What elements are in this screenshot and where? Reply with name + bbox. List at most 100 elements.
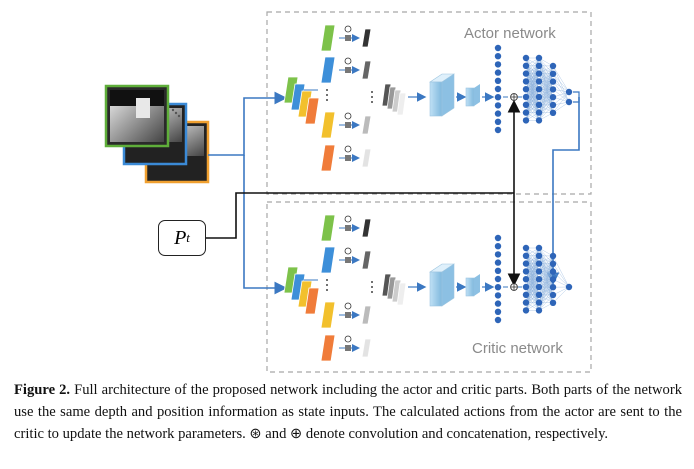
actor-network-label: Actor network bbox=[464, 25, 556, 42]
ellipsis-dot bbox=[326, 99, 328, 101]
dense-node bbox=[549, 86, 557, 93]
flatten-node bbox=[494, 259, 502, 266]
conv-op-block bbox=[345, 67, 351, 73]
dense-node bbox=[549, 268, 557, 275]
dense-node bbox=[549, 276, 557, 283]
dense-node bbox=[522, 307, 530, 314]
flatten-node bbox=[494, 110, 502, 117]
small-conv-side bbox=[474, 84, 480, 106]
conv-op-block bbox=[345, 257, 351, 263]
dense-node bbox=[535, 70, 543, 77]
kernel-filter bbox=[320, 111, 336, 139]
dense-node bbox=[522, 283, 530, 291]
dense-connection bbox=[538, 294, 554, 311]
dense-node bbox=[549, 70, 557, 78]
dense-connection bbox=[552, 91, 570, 106]
flatten-node bbox=[494, 267, 502, 274]
convolution-symbol bbox=[344, 215, 352, 223]
flatten-node bbox=[494, 316, 502, 324]
ellipsis-dot bbox=[326, 289, 328, 291]
dense-node bbox=[522, 54, 530, 62]
dense-node bbox=[535, 299, 543, 306]
flatten-node bbox=[494, 300, 502, 307]
dense-connection bbox=[552, 81, 570, 103]
dense-node bbox=[522, 244, 530, 252]
dense-node bbox=[522, 268, 530, 275]
dense-node bbox=[549, 62, 557, 70]
small-conv-block bbox=[465, 277, 475, 297]
ellipsis-dot bbox=[371, 101, 373, 103]
flatten-node bbox=[494, 308, 502, 315]
flatten-node bbox=[494, 126, 502, 134]
dense-connection bbox=[525, 57, 540, 82]
depth-input-frames bbox=[104, 84, 210, 184]
flatten-node bbox=[494, 234, 502, 242]
convolution-symbol bbox=[344, 25, 352, 33]
output-node bbox=[565, 88, 573, 96]
feature-map bbox=[361, 148, 372, 168]
ellipsis-dot bbox=[371, 286, 373, 288]
flatten-node bbox=[494, 69, 502, 76]
conv-op-block bbox=[345, 155, 351, 161]
dense-connection bbox=[525, 247, 540, 311]
dense-connection bbox=[525, 247, 540, 264]
output-node bbox=[565, 283, 573, 291]
flatten-node bbox=[494, 118, 502, 126]
dense-node bbox=[535, 93, 543, 101]
position-input-subscript: t bbox=[186, 230, 190, 245]
dense-connection bbox=[552, 73, 570, 93]
dense-node bbox=[522, 291, 530, 298]
dense-node bbox=[535, 268, 543, 275]
dense-node bbox=[535, 307, 543, 314]
convolution-symbol bbox=[344, 112, 352, 120]
feature-map bbox=[361, 305, 372, 325]
conv-op-block bbox=[345, 35, 351, 41]
dense-node bbox=[549, 299, 557, 306]
dense-node bbox=[522, 109, 530, 116]
dense-connection bbox=[552, 65, 570, 103]
small-conv-side bbox=[474, 274, 480, 296]
dense-node bbox=[549, 284, 557, 291]
critic-network-label: Critic network bbox=[472, 340, 563, 357]
action-output-bracket bbox=[573, 91, 580, 103]
dense-connection bbox=[538, 65, 554, 98]
input-feature-map bbox=[304, 97, 320, 125]
critic-section-box bbox=[266, 201, 592, 373]
dense-connection bbox=[552, 89, 570, 103]
flatten-node bbox=[494, 53, 502, 60]
dense-node bbox=[535, 78, 543, 85]
flatten-node bbox=[494, 284, 502, 291]
feature-map bbox=[361, 218, 372, 238]
convolution-symbol bbox=[344, 247, 352, 255]
ellipsis-dot bbox=[371, 91, 373, 93]
conv-op-block bbox=[345, 225, 351, 231]
dense-node bbox=[535, 86, 543, 93]
conv-block-front bbox=[429, 81, 443, 117]
dense-connection bbox=[538, 104, 554, 121]
flatten-node bbox=[494, 85, 502, 93]
critic-network-branch bbox=[283, 214, 573, 362]
dense-node bbox=[522, 252, 530, 259]
dense-connection bbox=[525, 104, 540, 121]
dense-connection bbox=[538, 255, 554, 280]
caption-text: Full architecture of the proposed networ… bbox=[14, 382, 683, 442]
dense-node bbox=[549, 101, 557, 109]
conv-op-block bbox=[345, 345, 351, 351]
kernel-filter bbox=[320, 246, 336, 274]
figure-caption: Figure 2. Full architecture of the propo… bbox=[14, 379, 682, 445]
dense-connection bbox=[552, 101, 570, 113]
dense-node bbox=[535, 252, 543, 259]
action-to-critic-arrow bbox=[546, 97, 580, 286]
ellipsis-dot bbox=[326, 94, 328, 96]
stacked-feature-map bbox=[396, 282, 407, 306]
dense-connection bbox=[525, 247, 540, 272]
kernel-filter bbox=[320, 144, 336, 172]
dense-connection bbox=[538, 65, 554, 90]
dense-node bbox=[522, 299, 530, 306]
actor-section-box bbox=[266, 11, 592, 195]
ellipsis-dot bbox=[326, 279, 328, 281]
dense-node bbox=[535, 62, 543, 69]
conv-block-side bbox=[441, 73, 455, 117]
dense-connection bbox=[552, 286, 570, 303]
